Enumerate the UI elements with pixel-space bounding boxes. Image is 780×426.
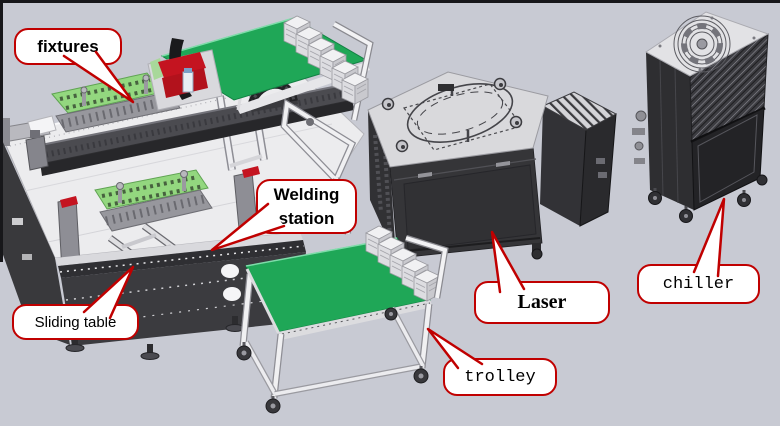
callout-welding-station: Welding station [256,179,357,234]
callout-welding-station-line1: Welding [273,184,340,204]
welding-torch [147,38,223,111]
callout-chiller-label: chiller [662,274,735,294]
chiller-unit [632,11,770,223]
welding-station-machine [0,69,365,360]
callout-chiller: chiller [637,264,760,304]
trolley-cart [236,225,449,414]
callout-laser-label: Laser [517,291,567,313]
trolley-casters [236,307,429,414]
fixture-plate-lower [57,166,260,272]
chiller-fan [658,15,756,73]
image-border-left [0,0,3,262]
laser-source-unit [367,71,618,267]
callout-trolley: trolley [443,358,557,396]
callout-welding-station-line2: station [278,208,335,228]
callout-fixtures: fixtures [14,28,122,65]
callout-sliding-table: Sliding table [12,304,139,340]
callout-trolley-label: trolley [464,367,536,387]
callout-fixtures-label: fixtures [37,36,99,56]
gantry-beam [25,80,354,176]
callout-laser: Laser [474,281,610,324]
callout-sliding-table-label: Sliding table [34,313,117,331]
lid-latches [381,77,523,153]
coolant-pipes [632,110,647,164]
chiller-casters [648,174,768,223]
image-border-top [0,0,780,3]
